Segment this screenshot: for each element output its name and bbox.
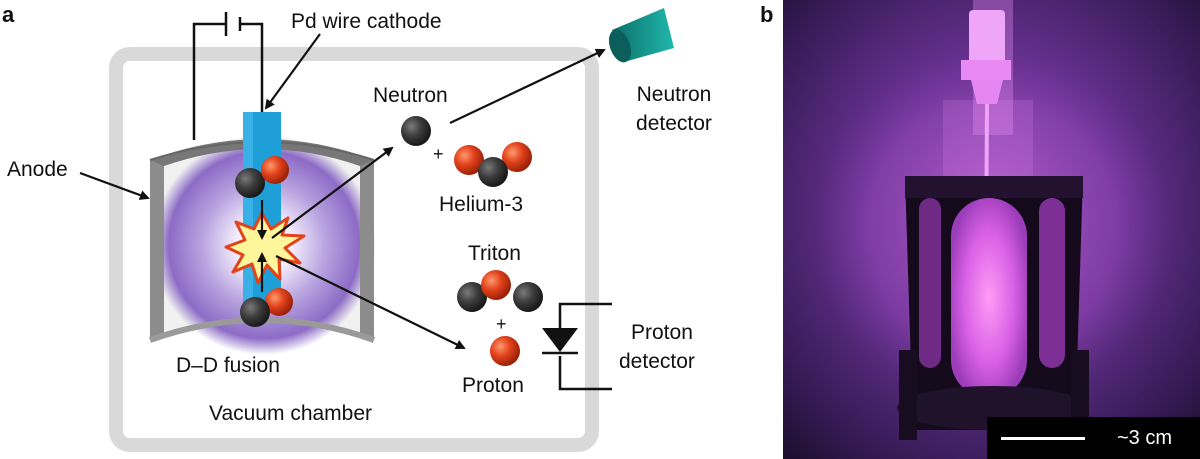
anode-right-wall: [360, 160, 374, 340]
fusion-explosion: [224, 211, 306, 285]
deuteron-top-neutron: [235, 168, 265, 198]
neutron-particle: [401, 116, 431, 146]
proton-detector-label-2: detector: [619, 350, 695, 373]
triton-proton: [481, 270, 511, 300]
deuteron-bottom-neutron: [240, 297, 270, 327]
neutron-label: Neutron: [373, 84, 448, 107]
chamber-label: Vacuum chamber: [209, 402, 373, 425]
scale-bar-label: ~3 cm: [1117, 427, 1173, 449]
neutron-detector-icon: [608, 8, 674, 63]
panel-b-letter: b: [760, 2, 774, 27]
deuteron-bottom-proton: [265, 288, 293, 316]
plus-sign-top: +: [433, 144, 444, 164]
proton-label: Proton: [462, 374, 524, 397]
panel-a-letter: a: [2, 2, 15, 27]
helium3-proton-right: [502, 142, 532, 172]
anode-label: Anode: [7, 158, 68, 181]
plasma-photo: ~3 cm: [783, 0, 1200, 459]
proton-detector-icon: [542, 302, 612, 391]
helium3-proton-left: [454, 145, 484, 175]
power-supply: [192, 12, 264, 140]
triton-neutron-left: [457, 282, 487, 312]
scale-bar-line: [1001, 437, 1085, 440]
neutron-detector-label-1: Neutron: [636, 83, 712, 106]
cathode-label: Pd wire cathode: [291, 10, 442, 33]
helium3-label: Helium-3: [439, 193, 524, 216]
proton-detector-label-1: Proton: [631, 321, 693, 344]
neutron-detector-label-2: detector: [636, 112, 712, 135]
triton-neutron-right: [513, 282, 543, 312]
triton-label: Triton: [468, 242, 521, 265]
deuteron-top-proton: [261, 156, 289, 184]
scale-bar: ~3 cm: [987, 417, 1200, 459]
fusion-diagram: [79, 8, 674, 452]
anode-left-wall: [150, 160, 164, 340]
proton-particle: [490, 336, 520, 366]
plasma-photo-image: [783, 0, 1200, 459]
fusion-label: D–D fusion: [176, 354, 280, 377]
plus-sign-bottom: +: [496, 314, 507, 334]
helium3-neutron: [478, 157, 508, 187]
